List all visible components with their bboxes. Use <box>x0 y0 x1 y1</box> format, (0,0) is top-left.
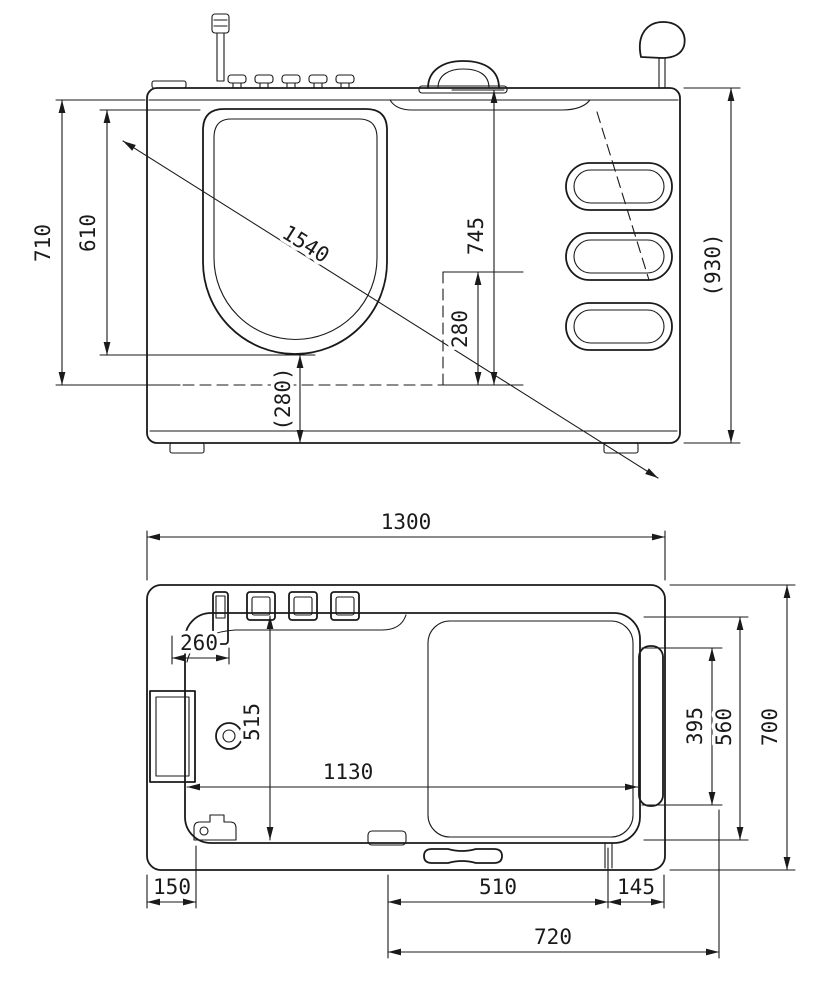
plan-opening-outline <box>184 612 641 844</box>
foot-right <box>603 442 639 454</box>
dim-text-inner-width: 515 <box>240 703 264 741</box>
control-square <box>330 591 360 621</box>
side-panel-slots <box>565 162 673 351</box>
dim-text-diagonal: 1540 <box>278 220 334 267</box>
plan-well-outline <box>427 620 634 838</box>
control-knobs <box>227 74 355 89</box>
dim-deck-height: 745 <box>442 89 524 386</box>
knob-stem <box>232 82 242 89</box>
side-elevation-view: 710 610 1540 745 280 (280) <box>28 13 741 479</box>
dim-seat-depth: 560 <box>643 616 749 841</box>
dim-skirt-height: (280) <box>268 354 304 444</box>
knob-stem <box>340 82 350 89</box>
control-square <box>246 591 276 621</box>
faucet-spout-inner <box>437 68 490 89</box>
dim-overall-height: 710 <box>28 99 181 386</box>
dimension-line <box>122 140 659 479</box>
faucet-spout-outer <box>427 60 500 89</box>
fitting-detail <box>199 826 209 836</box>
dim-text-overall-height: 710 <box>31 224 55 262</box>
dim-text-backrest-width: 395 <box>683 707 707 745</box>
dim-text-total-height: (930) <box>701 233 725 296</box>
door-handle <box>423 848 503 864</box>
dim-text-inner-length: 1130 <box>323 760 374 784</box>
overflow-plate <box>151 80 187 89</box>
dim-total-height: (930) <box>683 87 741 444</box>
knob-icon <box>254 74 274 84</box>
dim-left-offset: 150 <box>146 845 197 909</box>
plan-body-outline <box>146 584 666 871</box>
dim-text-deck-height: 745 <box>464 217 488 255</box>
foot-left <box>169 442 205 454</box>
faucet-base <box>418 85 508 94</box>
control-square-inner <box>335 596 355 616</box>
slot-inner <box>573 169 665 204</box>
dim-text-skirt-height: (280) <box>271 367 295 430</box>
plan-shower-holder <box>212 591 229 645</box>
deck-edge-curve <box>186 614 407 663</box>
left-panel-outer <box>149 690 196 783</box>
dim-text-door-height: 610 <box>76 214 100 252</box>
shower-wand-stem <box>216 32 225 82</box>
drain-knob-inner <box>222 729 236 743</box>
body-outline <box>146 87 681 444</box>
dim-text-opening-span: 720 <box>534 925 572 949</box>
backrest-cushion <box>638 645 664 807</box>
holder-outline <box>212 591 229 645</box>
deck-recess <box>389 99 591 111</box>
left-panel-inner <box>155 696 190 777</box>
knob-icon <box>281 74 301 84</box>
drain-knob-outer <box>215 722 243 750</box>
plan-control-panel <box>246 591 360 621</box>
control-square <box>288 591 318 621</box>
dim-text-controls-offset: 260 <box>180 631 218 655</box>
dim-controls-offset: 260 <box>171 628 230 665</box>
dim-backrest-width: 395 <box>641 647 723 806</box>
faucet <box>418 60 508 94</box>
control-square-inner <box>251 596 271 616</box>
dim-right-offset: 145 <box>607 872 665 909</box>
handheld-shower <box>211 13 230 82</box>
shower-head-icon <box>638 21 686 59</box>
knob-icon <box>335 74 355 84</box>
dim-inner-width: 515 <box>237 615 274 841</box>
knob-stem <box>286 82 296 89</box>
dim-text-door-opening: 510 <box>479 875 517 899</box>
plan-left-panel <box>149 690 196 783</box>
knob-stem <box>313 82 323 89</box>
shower-wand-head <box>211 13 230 34</box>
knob-icon <box>227 74 247 84</box>
dim-seat-height: 280 <box>442 271 524 386</box>
knob-stem <box>259 82 269 89</box>
dim-text-right-offset: 145 <box>617 875 655 899</box>
dim-inner-length: 1130 <box>186 757 639 791</box>
slot-inner <box>573 239 665 274</box>
dim-text-seat-height: 280 <box>448 310 472 348</box>
dim-diagonal: 1540 <box>122 140 659 479</box>
plan-drain-fitting <box>193 814 237 841</box>
dim-overall-width: 700 <box>669 584 796 871</box>
dim-text-overall-width: 700 <box>758 708 782 746</box>
dim-door-opening-height: 610 <box>73 109 316 356</box>
dim-overall-length: 1300 <box>146 507 666 581</box>
dim-opening-span: 720 <box>387 809 720 959</box>
holder-inner <box>215 595 226 619</box>
fitting-outline <box>193 814 237 841</box>
dim-text-left-offset: 150 <box>153 875 191 899</box>
dim-door-opening: 510 <box>387 847 609 909</box>
plan-view: 1300 260 515 1130 395 560 <box>146 507 796 959</box>
dim-text-seat-depth: 560 <box>712 708 736 746</box>
tub-body-side <box>146 87 681 454</box>
control-square-inner <box>293 596 313 616</box>
dim-text-overall-length: 1300 <box>381 510 432 534</box>
door-latch-recess <box>367 830 407 846</box>
slot-inner <box>573 309 665 344</box>
shower-head <box>638 21 686 89</box>
plan-drain-knob <box>215 722 243 750</box>
knob-icon <box>308 74 328 84</box>
hidden-backrest <box>596 111 650 281</box>
